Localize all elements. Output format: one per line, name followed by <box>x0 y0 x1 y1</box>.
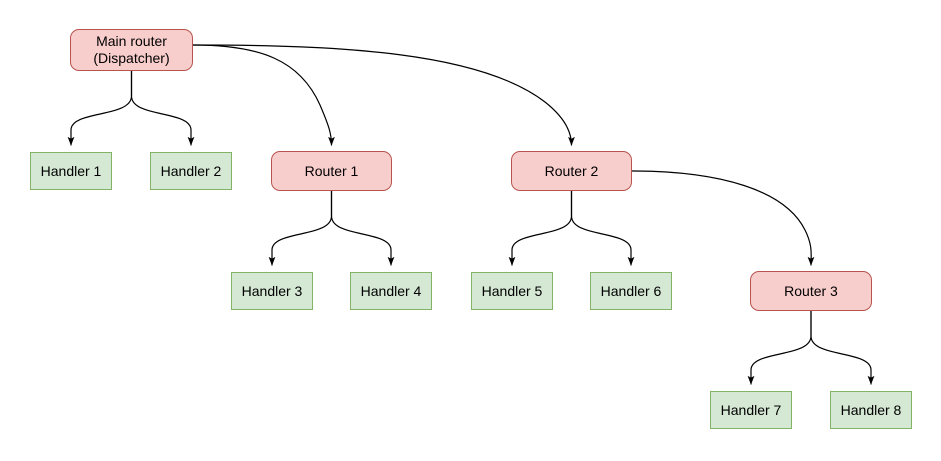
edge-router-1-to-handler-4 <box>330 190 395 266</box>
node-handler-6[interactable]: Handler 6 <box>590 272 672 310</box>
node-handler-2[interactable]: Handler 2 <box>150 152 232 190</box>
edge-router-2-to-router-3 <box>631 170 815 266</box>
node-main-router-label: Main router (Dispatcher) <box>93 33 170 66</box>
node-router-1[interactable]: Router 1 <box>271 151 392 191</box>
node-handler-6-label: Handler 6 <box>600 282 662 299</box>
edge-group <box>67 44 875 385</box>
edge-router-1-to-handler-3 <box>268 190 333 266</box>
edge-main-to-router-2 <box>192 44 575 146</box>
node-handler-8[interactable]: Handler 8 <box>830 391 912 429</box>
node-router-2-label: Router 2 <box>544 162 599 179</box>
edge-router-3-to-handler-7 <box>747 310 812 385</box>
node-router-3[interactable]: Router 3 <box>750 271 872 311</box>
node-handler-7-label: Handler 7 <box>720 401 782 418</box>
node-main-router[interactable]: Main router (Dispatcher) <box>70 29 193 71</box>
edge-main-to-router-1 <box>192 44 335 146</box>
node-router-2[interactable]: Router 2 <box>511 151 632 191</box>
node-handler-2-label: Handler 2 <box>160 162 222 179</box>
node-handler-8-label: Handler 8 <box>840 401 902 418</box>
node-router-3-label: Router 3 <box>784 282 838 299</box>
node-handler-1[interactable]: Handler 1 <box>30 152 112 190</box>
edge-main-to-handler-2 <box>130 70 195 146</box>
node-handler-3[interactable]: Handler 3 <box>231 272 313 310</box>
node-handler-4[interactable]: Handler 4 <box>350 272 432 310</box>
edge-router-3-to-handler-8 <box>810 310 875 385</box>
node-handler-5[interactable]: Handler 5 <box>471 272 553 310</box>
node-handler-3-label: Handler 3 <box>241 282 303 299</box>
edge-main-to-handler-1 <box>67 70 133 146</box>
node-handler-4-label: Handler 4 <box>360 282 422 299</box>
edge-router-2-to-handler-6 <box>570 190 635 266</box>
node-handler-5-label: Handler 5 <box>481 282 543 299</box>
node-handler-1-label: Handler 1 <box>40 162 102 179</box>
node-router-1-label: Router 1 <box>304 162 359 179</box>
edge-router-2-to-handler-5 <box>508 190 573 266</box>
node-handler-7[interactable]: Handler 7 <box>710 391 792 429</box>
